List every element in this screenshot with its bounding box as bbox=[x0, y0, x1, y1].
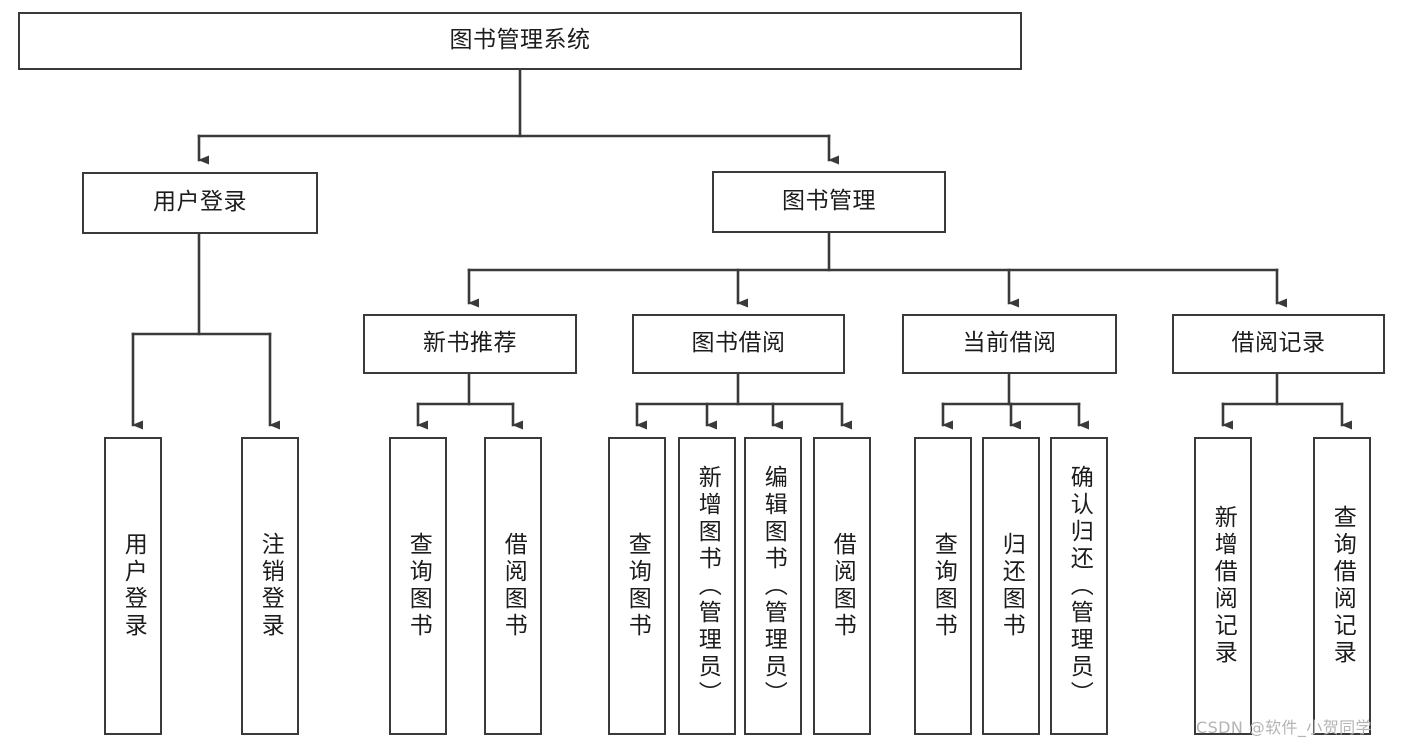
node-label: 新增借阅记录 bbox=[1210, 505, 1237, 667]
node-label: 查询图书 bbox=[930, 532, 957, 640]
node-root-book-management-system[interactable]: 图书管理系统 bbox=[18, 12, 1022, 70]
node-leaf-borrow-book[interactable]: 借阅图书 bbox=[813, 437, 871, 735]
node-leaf-query-book-recommend[interactable]: 查询图书 bbox=[389, 437, 447, 735]
node-label: 查询借阅记录 bbox=[1329, 505, 1356, 667]
node-label: 图书管理 bbox=[782, 188, 876, 215]
node-leaf-query-borrow-record[interactable]: 查询借阅记录 bbox=[1313, 437, 1371, 735]
node-label: 借阅图书 bbox=[500, 532, 527, 640]
node-label: 查询图书 bbox=[405, 532, 432, 640]
node-leaf-return-book[interactable]: 归还图书 bbox=[982, 437, 1040, 735]
node-leaf-borrow-book-recommend[interactable]: 借阅图书 bbox=[484, 437, 542, 735]
node-label: 查询图书 bbox=[624, 532, 651, 640]
node-book-management[interactable]: 图书管理 bbox=[712, 171, 946, 233]
node-label: 归还图书 bbox=[998, 532, 1025, 640]
node-label: 新书推荐 bbox=[423, 330, 517, 357]
node-leaf-logout[interactable]: 注销登录 bbox=[241, 437, 299, 735]
node-label: 编辑图书（管理员） bbox=[760, 464, 787, 708]
node-label: 借阅记录 bbox=[1231, 330, 1326, 357]
node-label: 借阅图书 bbox=[829, 532, 856, 640]
node-book-borrow[interactable]: 图书借阅 bbox=[632, 314, 845, 374]
node-label: 注销登录 bbox=[257, 532, 284, 640]
node-label: 确认归还（管理员） bbox=[1066, 464, 1093, 708]
node-label: 当前借阅 bbox=[962, 330, 1057, 357]
node-leaf-edit-book-admin[interactable]: 编辑图书（管理员） bbox=[744, 437, 802, 735]
csdn-watermark: CSDN @软件_小贺同学 bbox=[1196, 718, 1372, 737]
node-label: 用户登录 bbox=[153, 189, 247, 216]
node-leaf-user-login[interactable]: 用户登录 bbox=[104, 437, 162, 735]
node-new-book-recommend[interactable]: 新书推荐 bbox=[363, 314, 577, 374]
node-label: 新增图书（管理员） bbox=[694, 464, 721, 708]
node-leaf-add-borrow-record[interactable]: 新增借阅记录 bbox=[1194, 437, 1252, 735]
node-label: 图书借阅 bbox=[691, 330, 786, 357]
node-leaf-query-book-current[interactable]: 查询图书 bbox=[914, 437, 972, 735]
node-user-login[interactable]: 用户登录 bbox=[82, 172, 318, 234]
node-leaf-add-book-admin[interactable]: 新增图书（管理员） bbox=[678, 437, 736, 735]
node-label: 用户登录 bbox=[120, 532, 147, 640]
node-current-borrow[interactable]: 当前借阅 bbox=[902, 314, 1117, 374]
node-leaf-query-book-borrow[interactable]: 查询图书 bbox=[608, 437, 666, 735]
node-leaf-confirm-return-admin[interactable]: 确认归还（管理员） bbox=[1050, 437, 1108, 735]
node-label: 图书管理系统 bbox=[449, 27, 591, 54]
node-borrow-record[interactable]: 借阅记录 bbox=[1172, 314, 1385, 374]
